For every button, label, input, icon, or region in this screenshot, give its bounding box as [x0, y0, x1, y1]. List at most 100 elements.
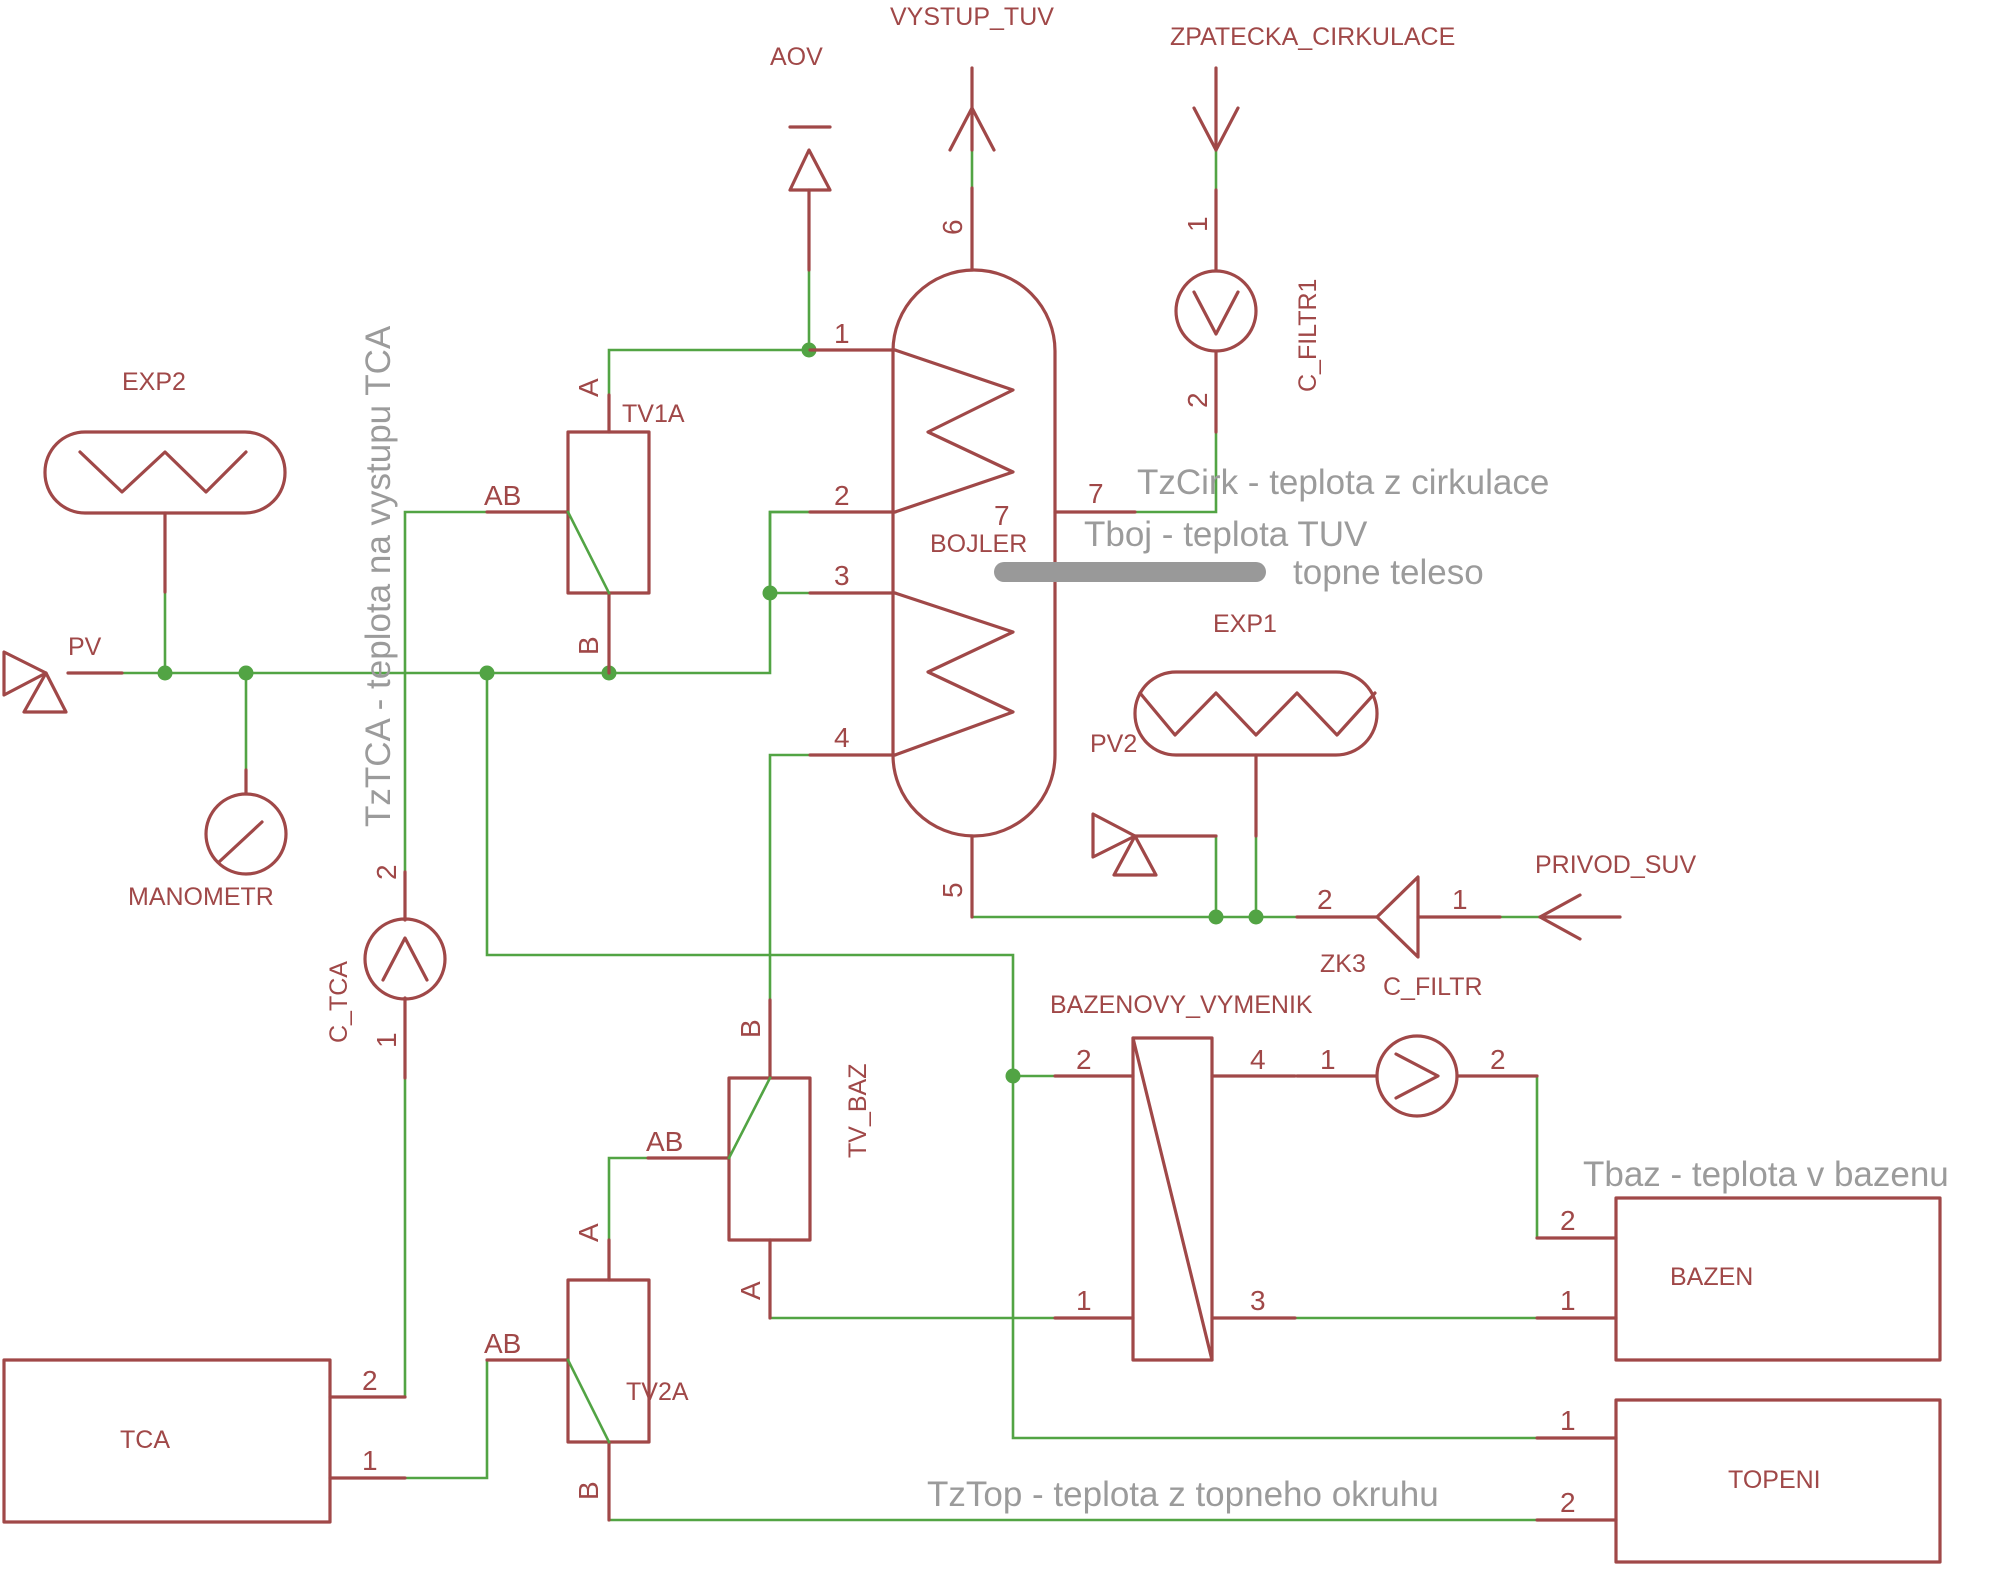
bazen-pump[interactable]: [1375, 1034, 1459, 1118]
pin-label: B: [573, 636, 604, 655]
pin-label: AB: [646, 1126, 683, 1157]
pin-label: 2: [362, 1365, 378, 1396]
pin-label: 3: [1250, 1285, 1266, 1316]
junction-dot: [1248, 909, 1264, 925]
topeni-box[interactable]: [1614, 1398, 1942, 1564]
label-tca: TCA: [120, 1426, 170, 1454]
pin-label: 7: [1088, 478, 1104, 509]
annotation-notes: TzTCA - teplota na vystupu TCA TzCirk - …: [359, 325, 1949, 1514]
pin-label: 2: [1317, 884, 1333, 915]
pin-label: 1: [371, 1032, 402, 1048]
pin-stubs: [66, 186, 1618, 1522]
label-tv-baz: TV_BAZ: [844, 1064, 872, 1158]
junction-dot: [238, 665, 254, 681]
bazen-box[interactable]: [1614, 1196, 1942, 1362]
exp2-expansion-vessel[interactable]: [43, 430, 287, 515]
pin-label: 6: [937, 219, 968, 235]
pin-label: 5: [937, 882, 968, 898]
pin-label: 7: [994, 500, 1010, 531]
note-topne-teleso: topne teleso: [1293, 553, 1484, 592]
note-tztop: TzTop - teplota z topneho okruhu: [927, 1475, 1439, 1514]
exp1-zigzag: [1138, 691, 1377, 737]
note-tztca: TzTCA - teplota na vystupu TCA: [359, 325, 398, 827]
exp2-zigzag: [78, 450, 248, 494]
junction-dot: [157, 665, 173, 681]
pin-label: 1: [1182, 216, 1213, 232]
wire-bojler-2-link: [768, 510, 897, 595]
pin-label: 2: [1560, 1487, 1576, 1518]
label-pv2: PV2: [1090, 730, 1137, 758]
exp2-body: [43, 430, 287, 515]
aov-vent-icon[interactable]: [788, 125, 832, 192]
label-manometr: MANOMETR: [128, 883, 274, 911]
label-zk3: ZK3: [1320, 950, 1366, 978]
vystup-tuv-arrow-icon[interactable]: [948, 66, 996, 152]
label-exp2: EXP2: [122, 368, 186, 396]
pin-label: 1: [834, 318, 850, 349]
pin-label: A: [573, 378, 604, 397]
tca-box[interactable]: [2, 1358, 332, 1524]
tv2a-valve[interactable]: [566, 1278, 651, 1444]
zk3-check-valve[interactable]: [1375, 875, 1420, 959]
pin-label: AB: [484, 1328, 521, 1359]
tv1a-valve[interactable]: [566, 430, 651, 595]
pin-label: 2: [1560, 1205, 1576, 1236]
junction-dot: [1208, 909, 1224, 925]
wire-cfiltr1-7: [1133, 430, 1218, 514]
note-tboj: Tboj - teplota TUV: [1084, 515, 1368, 554]
zpatecka-arrow-icon[interactable]: [1192, 66, 1240, 152]
label-exp1: EXP1: [1213, 610, 1277, 638]
label-bojler: BOJLER: [930, 530, 1027, 558]
c-filtr1-pump[interactable]: [1174, 269, 1258, 353]
label-zpatecka-cirkulace: ZPATECKA_CIRKULACE: [1170, 23, 1455, 51]
junction-dot: [762, 585, 778, 601]
pin-label: 1: [1320, 1044, 1336, 1075]
bazenovy-vymenik-exchanger[interactable]: [1131, 1036, 1214, 1362]
bojler-coil-upper: [893, 348, 1015, 514]
label-bazen: BAZEN: [1670, 1263, 1753, 1291]
wires: [120, 148, 1618, 1522]
label-tv1a: TV1A: [622, 400, 685, 428]
label-bazenovy-vymenik: BAZENOVY_VYMENIK: [1050, 991, 1313, 1019]
pin-label: 4: [1250, 1044, 1266, 1075]
bojler-tank[interactable]: [891, 268, 1266, 838]
pin-label: 1: [1560, 1285, 1576, 1316]
pin-numbers: 1 2 3 4 5 6 7 7 1 2 A B AB 2 1 2 1 A B A…: [362, 216, 1576, 1518]
manometr-gauge[interactable]: [204, 792, 288, 876]
pin-label: 2: [1490, 1044, 1506, 1075]
bojler-body: [891, 268, 1057, 838]
wire-tv1a-a: [607, 348, 897, 397]
pin-label: 1: [1076, 1285, 1092, 1316]
label-c-filtr: C_FILTR: [1383, 973, 1483, 1001]
privod-suv-arrow-icon[interactable]: [1538, 893, 1622, 941]
label-topeni: TOPENI: [1728, 1466, 1821, 1494]
pv-safety-valve[interactable]: [2, 650, 68, 714]
pin-label: 4: [834, 722, 850, 753]
pin-label: B: [573, 1481, 604, 1500]
wire-topeni-supply: [485, 671, 1618, 1440]
pin-label: A: [573, 1223, 604, 1242]
junction-dot: [1005, 1068, 1021, 1084]
pin-label: 2: [1076, 1044, 1092, 1075]
pin-label: 2: [834, 480, 850, 511]
wire-tvbaz-ab: [607, 1156, 731, 1282]
tv-baz-valve[interactable]: [727, 1076, 812, 1242]
pv2-safety-valve[interactable]: [1091, 812, 1158, 877]
note-tzcirk: TzCirk - teplota z cirkulace: [1137, 463, 1549, 502]
exp1-body: [1133, 670, 1379, 757]
bojler-coil-lower: [893, 591, 1015, 757]
exp1-expansion-vessel[interactable]: [1133, 670, 1379, 757]
component-labels: AOV VYSTUP_TUV ZPATECKA_CIRKULACE EXP2 T…: [68, 3, 1821, 1494]
pin-label: B: [735, 1019, 766, 1038]
junction-dot: [479, 665, 495, 681]
label-c-tca: C_TCA: [325, 961, 353, 1043]
note-tbaz: Tbaz - teplota v bazenu: [1583, 1155, 1949, 1194]
pin-label: 2: [371, 864, 402, 880]
label-pv: PV: [68, 633, 102, 661]
wire-ctca-tca: [328, 1038, 407, 1399]
label-c-filtr1: C_FILTR1: [1294, 279, 1322, 392]
c-tca-pump[interactable]: [363, 917, 447, 1001]
label-privod-suv: PRIVOD_SUV: [1535, 851, 1696, 879]
pin-label: AB: [484, 480, 521, 511]
